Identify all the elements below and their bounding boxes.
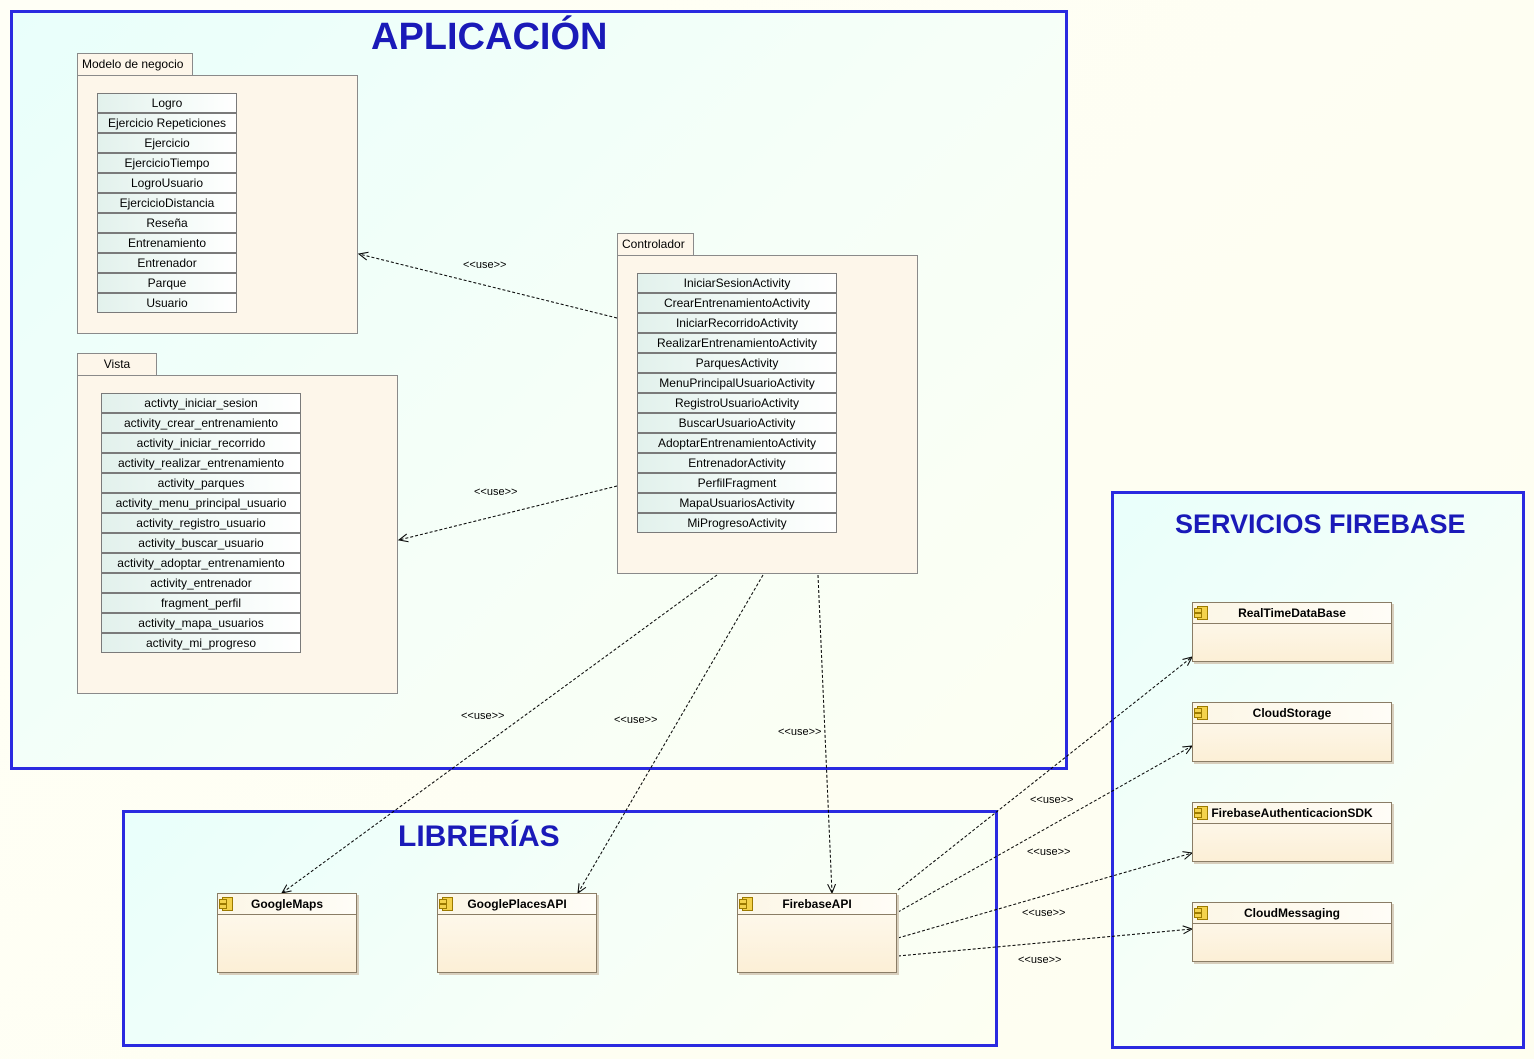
- class-box[interactable]: activity_registro_usuario: [101, 513, 301, 533]
- component-header: FirebaseAuthenticacionSDK: [1193, 803, 1391, 824]
- class-box[interactable]: activity_adoptar_entrenamiento: [101, 553, 301, 573]
- class-box[interactable]: fragment_perfil: [101, 593, 301, 613]
- component-header: GooglePlacesAPI: [438, 894, 596, 915]
- use-label: <<use>>: [778, 726, 822, 738]
- class-box[interactable]: Reseña: [97, 213, 237, 233]
- class-box[interactable]: EjercicioTiempo: [97, 153, 237, 173]
- class-box[interactable]: BuscarUsuarioActivity: [637, 413, 837, 433]
- component-label: CloudMessaging: [1243, 906, 1340, 920]
- region-servicios-firebase: [1111, 491, 1525, 1049]
- component-realtimedatabase[interactable]: RealTimeDataBase: [1192, 602, 1392, 662]
- component-googleplacesapi[interactable]: GooglePlacesAPI: [437, 893, 597, 973]
- component-label: FirebaseAuthenticacionSDK: [1211, 806, 1373, 820]
- component-label: CloudStorage: [1252, 706, 1332, 720]
- use-label: <<use>>: [474, 486, 518, 498]
- use-label: <<use>>: [1030, 794, 1074, 806]
- package-tab-modelo: Modelo de negocio: [77, 53, 193, 75]
- component-cloudmessaging[interactable]: CloudMessaging: [1192, 902, 1392, 962]
- class-box[interactable]: activity_entrenador: [101, 573, 301, 593]
- class-box[interactable]: Entrenamiento: [97, 233, 237, 253]
- class-box[interactable]: activity_menu_principal_usuario: [101, 493, 301, 513]
- class-box[interactable]: activity_realizar_entrenamiento: [101, 453, 301, 473]
- component-firebaseauthenticacionsdk[interactable]: FirebaseAuthenticacionSDK: [1192, 802, 1392, 862]
- component-icon: [1194, 806, 1208, 820]
- class-box[interactable]: Usuario: [97, 293, 237, 313]
- component-icon: [439, 897, 453, 911]
- component-icon: [1194, 706, 1208, 720]
- use-label: <<use>>: [463, 259, 507, 271]
- class-box[interactable]: AdoptarEntrenamientoActivity: [637, 433, 837, 453]
- component-header: CloudMessaging: [1193, 903, 1391, 924]
- region-title-librerias: LIBRERÍAS: [398, 820, 560, 853]
- dep-firebaseapi-auth: [897, 853, 1192, 939]
- class-box[interactable]: RealizarEntrenamientoActivity: [637, 333, 837, 353]
- class-box[interactable]: Parque: [97, 273, 237, 293]
- class-box[interactable]: ParquesActivity: [637, 353, 837, 373]
- class-box[interactable]: EntrenadorActivity: [637, 453, 837, 473]
- dep-controlador-vista: [399, 485, 618, 540]
- class-box[interactable]: activty_iniciar_sesion: [101, 393, 301, 413]
- class-box[interactable]: Ejercicio Repeticiones: [97, 113, 237, 133]
- dep-firebaseapi-realtime: [897, 657, 1192, 891]
- package-tab-vista: Vista: [77, 353, 157, 375]
- class-box[interactable]: RegistroUsuarioActivity: [637, 393, 837, 413]
- region-title-aplicacion: APLICACIÓN: [371, 16, 608, 58]
- class-box[interactable]: Entrenador: [97, 253, 237, 273]
- class-box[interactable]: activity_crear_entrenamiento: [101, 413, 301, 433]
- class-box[interactable]: PerfilFragment: [637, 473, 837, 493]
- class-box[interactable]: LogroUsuario: [97, 173, 237, 193]
- dep-firebaseapi-storage: [897, 746, 1192, 913]
- class-box[interactable]: Ejercicio: [97, 133, 237, 153]
- component-icon: [739, 897, 753, 911]
- component-header: CloudStorage: [1193, 703, 1391, 724]
- component-label: GooglePlacesAPI: [467, 897, 567, 911]
- class-box[interactable]: MapaUsuariosActivity: [637, 493, 837, 513]
- component-cloudstorage[interactable]: CloudStorage: [1192, 702, 1392, 762]
- component-header: GoogleMaps: [218, 894, 356, 915]
- component-googlemaps[interactable]: GoogleMaps: [217, 893, 357, 973]
- use-label: <<use>>: [461, 710, 505, 722]
- class-box[interactable]: MiProgresoActivity: [637, 513, 837, 533]
- class-box[interactable]: activity_iniciar_recorrido: [101, 433, 301, 453]
- component-label: FirebaseAPI: [782, 897, 852, 911]
- class-box[interactable]: IniciarSesionActivity: [637, 273, 837, 293]
- dep-controlador-firebaseapi: [817, 574, 832, 893]
- component-header: FirebaseAPI: [738, 894, 896, 915]
- region-title-servicios-firebase: SERVICIOS FIREBASE: [1175, 509, 1466, 539]
- use-label: <<use>>: [1027, 846, 1071, 858]
- class-box[interactable]: activity_mapa_usuarios: [101, 613, 301, 633]
- class-box[interactable]: CrearEntrenamientoActivity: [637, 293, 837, 313]
- class-box[interactable]: Logro: [97, 93, 237, 113]
- component-icon: [1194, 906, 1208, 920]
- component-icon: [219, 897, 233, 911]
- dep-firebaseapi-messaging: [897, 929, 1192, 957]
- package-tab-controlador: Controlador: [617, 233, 694, 255]
- component-label: RealTimeDataBase: [1238, 606, 1346, 620]
- component-header: RealTimeDataBase: [1193, 603, 1391, 624]
- component-icon: [1194, 606, 1208, 620]
- use-label: <<use>>: [614, 714, 658, 726]
- class-box[interactable]: activity_mi_progreso: [101, 633, 301, 653]
- class-box[interactable]: EjercicioDistancia: [97, 193, 237, 213]
- use-label: <<use>>: [1018, 954, 1062, 966]
- class-box[interactable]: activity_parques: [101, 473, 301, 493]
- dep-controlador-modelo: [359, 254, 618, 319]
- class-box[interactable]: IniciarRecorridoActivity: [637, 313, 837, 333]
- class-box[interactable]: MenuPrincipalUsuarioActivity: [637, 373, 837, 393]
- class-box[interactable]: activity_buscar_usuario: [101, 533, 301, 553]
- dep-controlador-googleplaces: [578, 574, 764, 893]
- component-firebaseapi[interactable]: FirebaseAPI: [737, 893, 897, 973]
- use-label: <<use>>: [1022, 907, 1066, 919]
- component-label: GoogleMaps: [250, 897, 323, 911]
